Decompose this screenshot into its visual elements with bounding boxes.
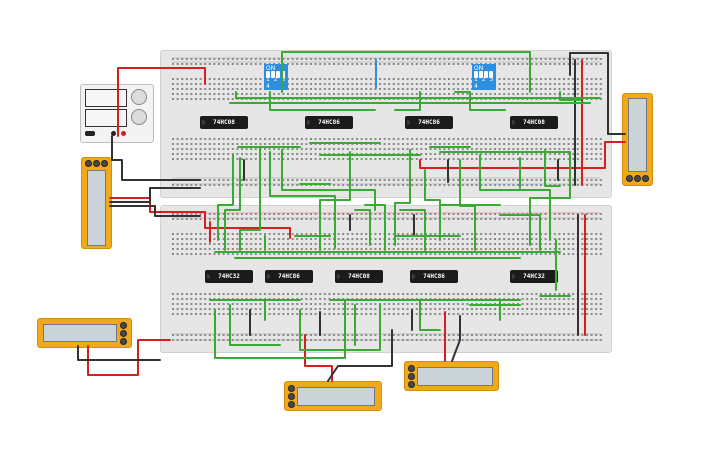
- wire-red[interactable]: [87, 339, 171, 376]
- multimeter-jack[interactable]: [408, 373, 415, 380]
- multimeter-display: [417, 367, 493, 386]
- multimeter-jack[interactable]: [288, 385, 295, 392]
- multimeter-display: [628, 98, 647, 172]
- wire-green[interactable]: [559, 91, 581, 101]
- dip-switch-numbers: 1 2 3 4: [266, 76, 287, 90]
- wire-red[interactable]: [204, 211, 291, 239]
- dip-toggle[interactable]: [266, 71, 270, 78]
- psu-power-switch[interactable]: [85, 131, 95, 136]
- multimeter-display: [297, 387, 375, 406]
- wire-black[interactable]: [77, 345, 161, 361]
- psu-terminal-positive[interactable]: [121, 131, 126, 136]
- wire-green[interactable]: [499, 214, 541, 251]
- dip-switch-on-label: ON: [474, 65, 484, 72]
- wire-green[interactable]: [281, 149, 376, 211]
- multimeter-jack[interactable]: [120, 330, 127, 337]
- wire-black[interactable]: [109, 205, 201, 217]
- multimeter-jack[interactable]: [288, 401, 295, 408]
- ic-chip-top-1[interactable]: 74HC08: [200, 116, 248, 129]
- psu-knob-voltage[interactable]: [131, 89, 147, 105]
- multimeter-jack[interactable]: [642, 175, 649, 182]
- multimeter-jack[interactable]: [408, 365, 415, 372]
- multimeter-jack[interactable]: [101, 160, 108, 167]
- ic-chip-bottom-4[interactable]: 74HC86: [410, 270, 458, 283]
- wire-green[interactable]: [299, 304, 381, 351]
- dip-switch-on-label: ON: [266, 65, 276, 72]
- dip-toggle[interactable]: [474, 71, 478, 78]
- ic-chip-top-3[interactable]: 74HC86: [405, 116, 453, 129]
- wire-green[interactable]: [217, 154, 234, 241]
- wire-green[interactable]: [419, 299, 441, 331]
- ic-chip-top-2[interactable]: 74HC86: [305, 116, 353, 129]
- dip-switch-2[interactable]: ON 1 2 3 4: [472, 64, 496, 90]
- multimeter-right-vertical[interactable]: [622, 93, 653, 186]
- wire-black[interactable]: [327, 329, 393, 382]
- wire-green[interactable]: [224, 157, 241, 251]
- wire-black[interactable]: [111, 135, 201, 181]
- wire-green[interactable]: [269, 91, 376, 111]
- multimeter-display: [87, 170, 106, 246]
- psu-terminal-negative[interactable]: [111, 131, 116, 136]
- multimeter-jack[interactable]: [93, 160, 100, 167]
- dip-switch-numbers: 1 2 3 4: [474, 76, 495, 90]
- multimeter-jack[interactable]: [634, 175, 641, 182]
- dip-switch-1[interactable]: ON 1 2 3 4: [264, 64, 288, 90]
- wire-green[interactable]: [544, 149, 561, 187]
- dip-toggle[interactable]: [484, 71, 488, 78]
- wire-green[interactable]: [454, 91, 506, 111]
- multimeter-left-vertical[interactable]: [81, 157, 112, 249]
- wire-red[interactable]: [117, 67, 206, 137]
- wire-green[interactable]: [399, 209, 426, 251]
- psu-display-voltage: [85, 89, 127, 107]
- dip-toggle[interactable]: [276, 71, 280, 78]
- multimeter-bottom-left[interactable]: [37, 318, 132, 348]
- wire-green[interactable]: [214, 299, 346, 359]
- wire-green[interactable]: [229, 304, 281, 346]
- wire-green[interactable]: [269, 151, 336, 249]
- multimeter-bottom-center[interactable]: [284, 381, 382, 411]
- wire-green[interactable]: [479, 154, 551, 241]
- ic-chip-bottom-3[interactable]: 74HC08: [335, 270, 383, 283]
- wire-black[interactable]: [451, 315, 461, 362]
- psu-display-current: [85, 109, 127, 127]
- wire-black[interactable]: [569, 52, 626, 135]
- ic-chip-bottom-1[interactable]: 74HC32: [205, 270, 253, 283]
- multimeter-jack[interactable]: [120, 338, 127, 345]
- wire-green[interactable]: [319, 151, 351, 251]
- wire-green[interactable]: [424, 169, 441, 241]
- wire-green[interactable]: [394, 91, 421, 111]
- dip-toggle[interactable]: [271, 71, 275, 78]
- wire-green[interactable]: [235, 91, 601, 99]
- multimeter-display: [43, 324, 117, 342]
- wire-green[interactable]: [394, 149, 411, 246]
- wire-green[interactable]: [281, 51, 531, 93]
- multimeter-jack[interactable]: [626, 175, 633, 182]
- multimeter-jack[interactable]: [120, 322, 127, 329]
- wire-green[interactable]: [354, 209, 371, 246]
- wire-red[interactable]: [419, 141, 626, 169]
- ic-chip-bottom-2[interactable]: 74HC86: [265, 270, 313, 283]
- wire-black[interactable]: [109, 187, 201, 203]
- ic-chip-bottom-5[interactable]: 74HC32: [510, 270, 558, 283]
- multimeter-jack[interactable]: [408, 381, 415, 388]
- psu-knob-current[interactable]: [131, 109, 147, 125]
- multimeter-bottom-right[interactable]: [404, 361, 499, 391]
- multimeter-jack[interactable]: [85, 160, 92, 167]
- wire-green[interactable]: [364, 204, 386, 251]
- wire-green[interactable]: [504, 151, 571, 246]
- wire-green[interactable]: [239, 146, 261, 251]
- dip-toggle[interactable]: [479, 71, 483, 78]
- multimeter-jack[interactable]: [288, 393, 295, 400]
- dip-toggle[interactable]: [489, 71, 493, 78]
- ic-chip-top-4[interactable]: 74HC08: [510, 116, 558, 129]
